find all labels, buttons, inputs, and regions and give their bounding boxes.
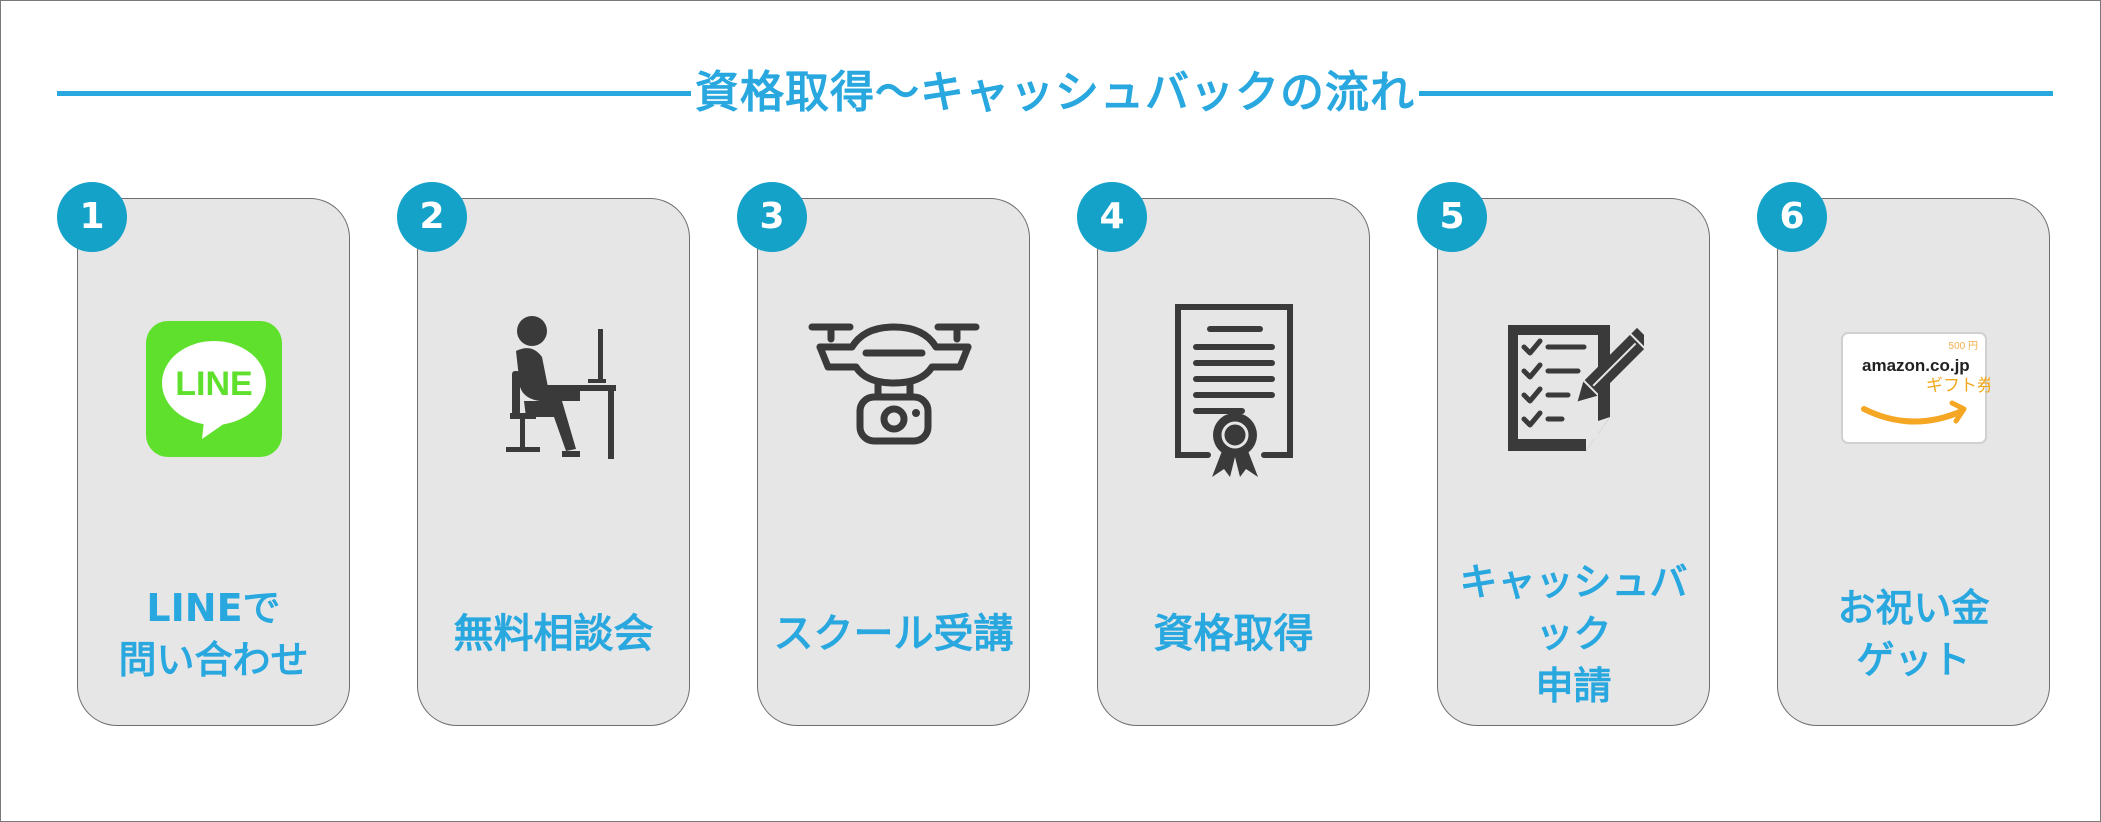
line-app-icon: LINE — [145, 321, 282, 457]
checklist-pencil-icon — [1507, 325, 1644, 451]
step-label-1: LINEで 問い合わせ — [118, 586, 309, 682]
step-card-3: スクール受講 — [757, 198, 1030, 726]
step-badge-4: 4 — [1077, 182, 1147, 252]
step-card-2: 無料相談会 — [417, 198, 690, 726]
page-title: 資格取得〜キャッシュバックの流れ — [695, 67, 1415, 118]
step-label-4: 資格取得 — [1153, 611, 1314, 657]
certificate-icon — [1174, 304, 1293, 477]
step-card-1: LINE LINEで 問い合わせ — [77, 198, 350, 726]
drone-icon — [808, 323, 979, 445]
step-card-6: 500 円 amazon.co.jp ギフト券 お祝い金 ゲット — [1777, 198, 2050, 726]
line-logo-text: LINE — [175, 365, 252, 403]
person-at-desk-icon — [505, 316, 616, 459]
step-badge-2: 2 — [397, 182, 467, 252]
title-divider-left — [57, 91, 691, 96]
step-badge-1: 1 — [57, 182, 127, 252]
title-row: 資格取得〜キャッシュバックの流れ — [57, 61, 2053, 125]
step-label-3: スクール受講 — [773, 611, 1014, 657]
gift-card-brand: amazon.co.jp — [1862, 356, 1970, 375]
title-divider-right — [1419, 91, 2053, 96]
step-label-6: お祝い金 ゲット — [1837, 586, 1990, 682]
gift-card-amount: 500 円 — [1948, 341, 1977, 352]
step-label-2: 無料相談会 — [453, 611, 654, 657]
step-label-5: キャッシュバック 申請 — [1459, 560, 1688, 708]
step-badge-6: 6 — [1757, 182, 1827, 252]
step-badge-5: 5 — [1417, 182, 1487, 252]
step-badge-3: 3 — [737, 182, 807, 252]
step-card-5: キャッシュバック 申請 — [1437, 198, 1710, 726]
gift-card-text: ギフト券 — [1926, 376, 1990, 396]
amazon-gift-card-icon: 500 円 amazon.co.jp ギフト券 — [1840, 332, 1990, 444]
step-card-4: 資格取得 — [1097, 198, 1370, 726]
